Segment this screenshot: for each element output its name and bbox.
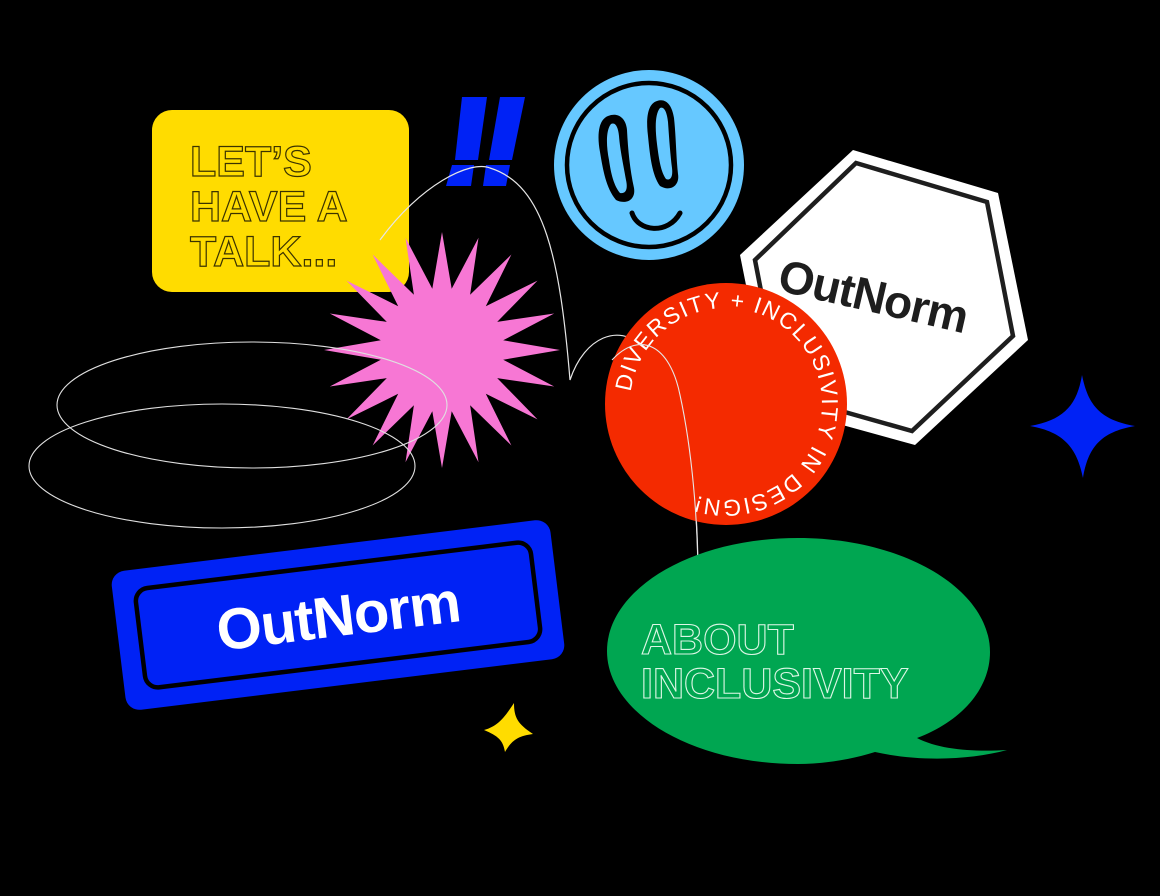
exclamation-icon	[446, 97, 525, 186]
smiley-face-icon	[554, 70, 744, 260]
talk-card-line-1: LET’S	[190, 138, 312, 186]
talk-card-line-2: HAVE A	[190, 183, 348, 231]
speech-bubble-line-2: INCLUSIVITY	[641, 660, 909, 708]
speech-bubble-line-1: ABOUT	[641, 616, 794, 664]
blue-label: OutNorm	[111, 520, 565, 710]
talk-card: LET’S HAVE A TALK...	[152, 110, 409, 292]
starburst-icon	[324, 232, 560, 468]
speech-bubble: ABOUT INCLUSIVITY	[607, 538, 1007, 764]
talk-card-line-3: TALK...	[190, 228, 337, 276]
round-badge: DIVERSITY + INCLUSIVITY IN DESIGN!	[605, 283, 847, 525]
sparkle-icon-blue	[1030, 375, 1135, 478]
orbit-ellipses-icon	[28, 341, 448, 529]
sparkle-icon-yellow	[484, 703, 533, 752]
talk-card-background	[152, 110, 409, 292]
doodle-line-overlay	[611, 344, 699, 583]
